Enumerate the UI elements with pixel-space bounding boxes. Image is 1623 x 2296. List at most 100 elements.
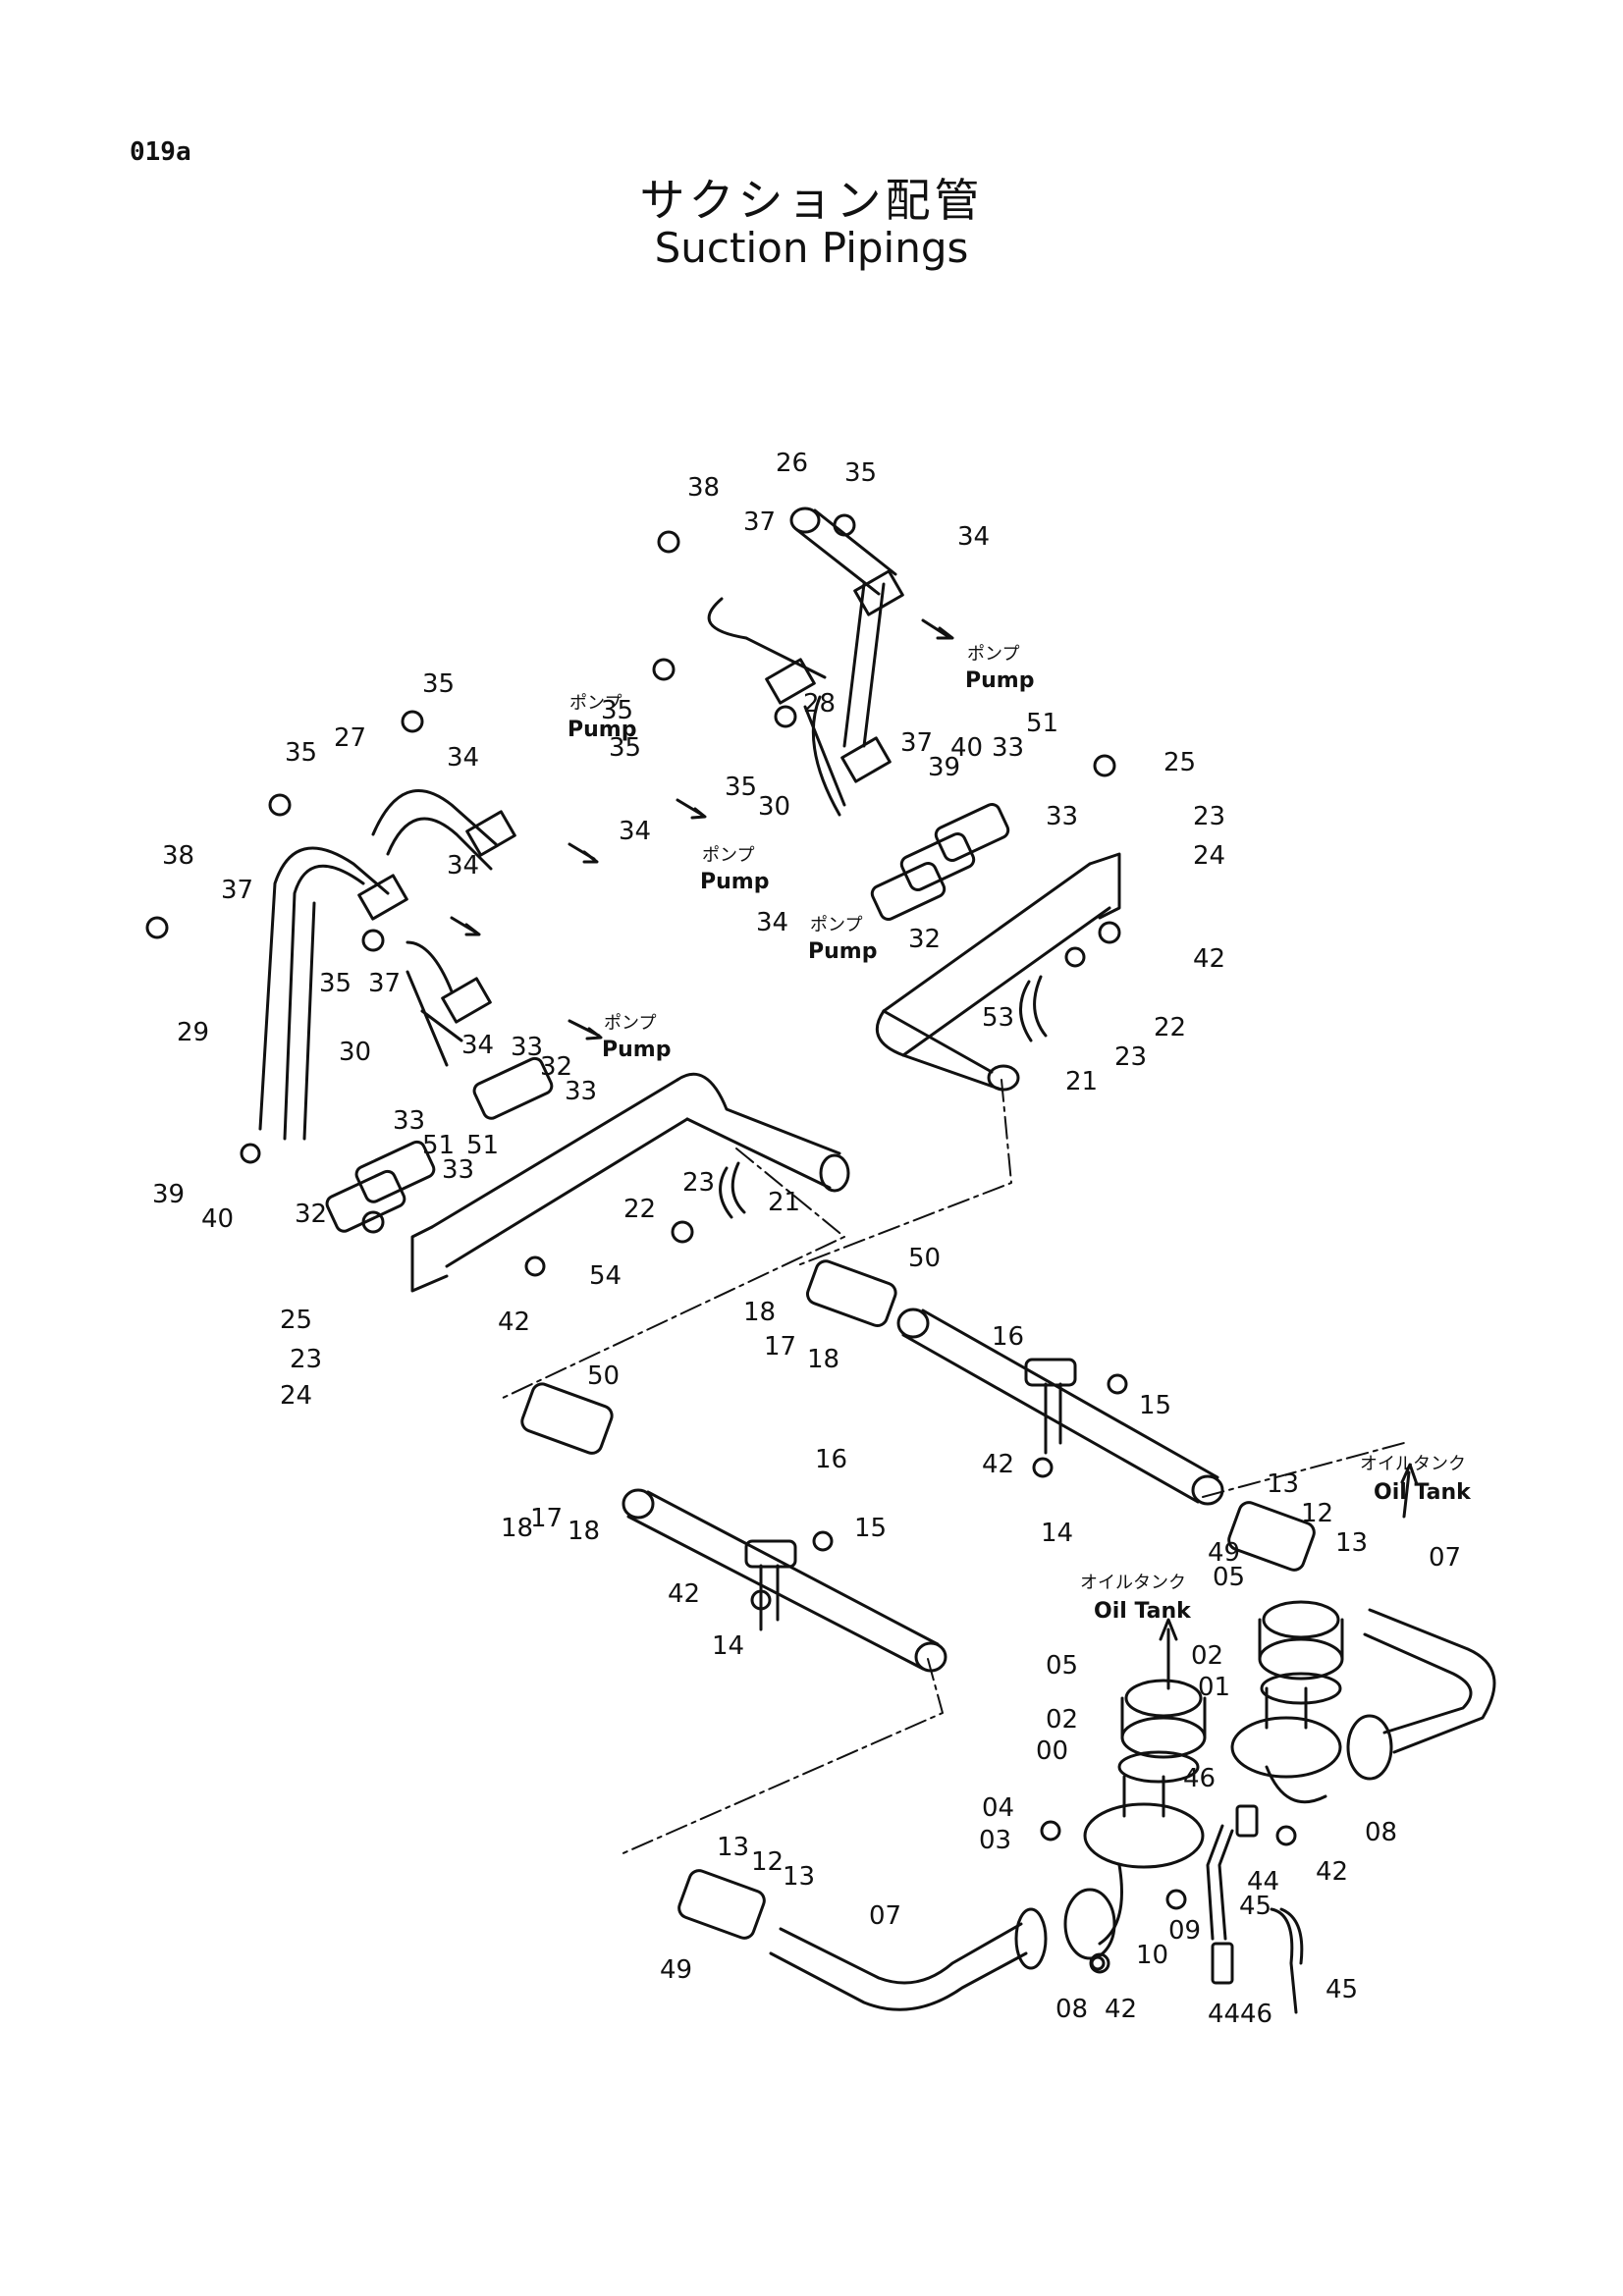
strainer-05-right: [1262, 1600, 1340, 1639]
part-label-13: 13: [783, 1862, 815, 1892]
part-label-00: 00: [1036, 1736, 1068, 1766]
boss-right: [1024, 1358, 1077, 1387]
pump-label-en: Pump: [602, 1038, 671, 1062]
part-label-16: 16: [992, 1322, 1024, 1352]
oil-tank-label-jp: オイルタンク: [1080, 1573, 1186, 1593]
pipe-14-right: [901, 1308, 1219, 1504]
part-label-42: 42: [982, 1450, 1014, 1479]
part-label-51: 51: [466, 1131, 499, 1160]
part-label-13: 13: [717, 1833, 749, 1862]
part-label-53: 53: [982, 1003, 1014, 1033]
part-label-08: 08: [1055, 1995, 1088, 2024]
part-label-05: 05: [1213, 1563, 1245, 1592]
flange-left-2: [357, 874, 408, 921]
part-label-09: 09: [1168, 1916, 1201, 1946]
part-label-30: 30: [758, 792, 790, 822]
coupling-50-lower: [520, 1382, 614, 1455]
part-label-18: 18: [568, 1517, 600, 1546]
part-label-38: 38: [687, 473, 720, 503]
flange-00: [1063, 1888, 1116, 1960]
part-label-23: 23: [682, 1168, 715, 1198]
cock-44-upper: [1235, 1804, 1259, 1838]
part-label-33: 33: [511, 1033, 543, 1062]
part-label-02: 02: [1191, 1641, 1223, 1671]
pump-label-jp: ポンプ: [967, 644, 1019, 665]
strainer-05-left: [1124, 1679, 1203, 1718]
part-label-02: 02: [1046, 1705, 1078, 1735]
part-label-30: 30: [339, 1038, 371, 1067]
part-label-51: 51: [422, 1131, 455, 1160]
title-english: Suction Pipings: [654, 224, 969, 272]
part-label-51: 51: [1026, 709, 1058, 738]
hose-45-upper: [1206, 1824, 1234, 1941]
part-label-42: 42: [1105, 1995, 1137, 2024]
part-label-13: 13: [1335, 1528, 1368, 1558]
flange-right-2: [765, 658, 816, 705]
part-label-42: 42: [1193, 944, 1225, 974]
connect-line: [500, 1079, 1405, 1856]
oil-tank-label-jp: オイルタンク: [1360, 1454, 1466, 1474]
part-label-14: 14: [1041, 1519, 1073, 1548]
body-00: [1083, 1802, 1205, 1869]
gasket-02-left: [1117, 1750, 1200, 1784]
part-label-29: 29: [177, 1018, 209, 1047]
part-label-46: 46: [1240, 2000, 1272, 2029]
pipe-53-bend: [882, 1009, 1003, 1092]
part-label-34: 34: [447, 851, 479, 881]
part-label-07: 07: [1429, 1543, 1461, 1573]
part-label-33: 33: [393, 1106, 425, 1136]
pipe-28: [707, 597, 846, 807]
part-label-15: 15: [854, 1514, 887, 1543]
clamp-right: [1019, 975, 1048, 1042]
part-label-44: 44: [1208, 2000, 1240, 2029]
part-label-15: 15: [1139, 1391, 1171, 1420]
part-label-25: 25: [280, 1306, 312, 1335]
part-label-49: 49: [660, 1955, 692, 1985]
clamp-left: [719, 1161, 746, 1219]
part-label-34: 34: [957, 522, 990, 552]
part-label-32: 32: [295, 1200, 327, 1229]
part-label-13: 13: [1267, 1469, 1299, 1499]
part-label-45: 45: [1239, 1892, 1271, 1921]
hose-left-3: [325, 1169, 406, 1233]
part-label-39: 39: [928, 753, 960, 782]
part-label-26: 26: [776, 449, 808, 478]
pump-label-en: Pump: [700, 870, 769, 894]
page-id: 019a: [130, 137, 191, 167]
part-label-03: 03: [979, 1826, 1011, 1855]
pipe-27: [371, 789, 498, 871]
part-label-40: 40: [201, 1204, 234, 1234]
part-label-24: 24: [1193, 841, 1225, 871]
part-label-35: 35: [319, 969, 352, 998]
pump-label-jp: ポンプ: [702, 845, 754, 866]
part-label-35: 35: [601, 696, 633, 725]
part-label-05: 05: [1046, 1651, 1078, 1681]
part-label-33: 33: [442, 1155, 474, 1185]
part-label-40: 40: [950, 733, 983, 763]
hose-right-2: [899, 832, 976, 891]
part-label-42: 42: [1316, 1857, 1348, 1887]
part-label-38: 38: [162, 841, 194, 871]
part-label-50: 50: [908, 1244, 941, 1273]
title-japanese: サクション配管: [639, 174, 984, 227]
part-label-34: 34: [756, 908, 788, 937]
pipe-54: [430, 1078, 689, 1268]
part-label-33: 33: [1046, 802, 1078, 831]
pipe-26: [795, 508, 897, 596]
part-label-35: 35: [844, 458, 877, 488]
part-label-37: 37: [900, 728, 933, 758]
arrow-pump-1: [921, 618, 954, 640]
part-label-21: 21: [1065, 1067, 1098, 1096]
part-label-18: 18: [743, 1298, 776, 1327]
part-label-10: 10: [1136, 1941, 1168, 1970]
flange-left-1: [465, 810, 516, 857]
part-label-34: 34: [619, 817, 651, 846]
part-label-32: 32: [540, 1052, 572, 1082]
part-label-14: 14: [712, 1631, 744, 1661]
hose-left-1: [472, 1056, 554, 1120]
part-label-42: 42: [498, 1308, 530, 1337]
hose-right-3: [870, 862, 947, 921]
arrow-pump-4: [450, 916, 481, 936]
part-label-35: 35: [725, 773, 757, 802]
